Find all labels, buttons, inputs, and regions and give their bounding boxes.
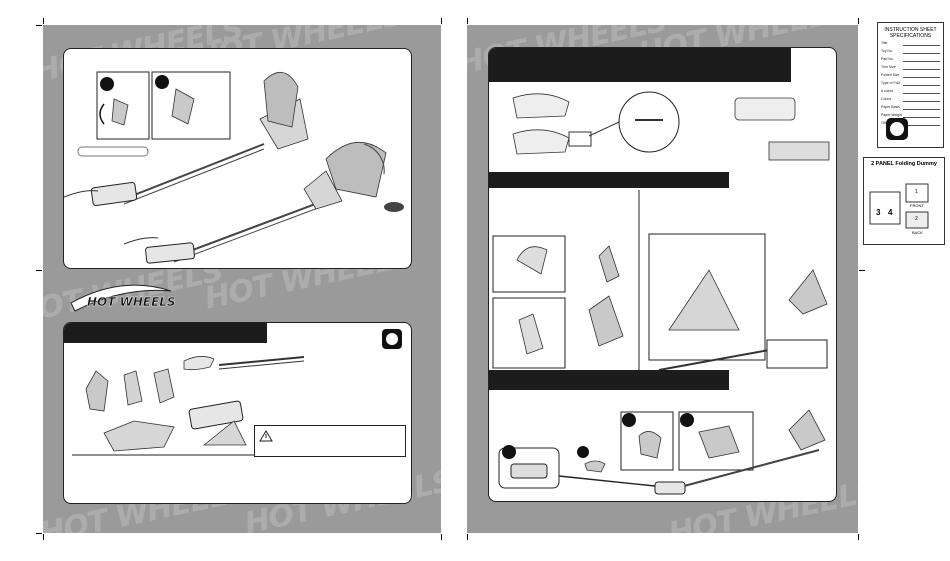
- crop-mark: [36, 533, 42, 534]
- spec-row: Toy No.: [878, 47, 943, 55]
- spec-row: Paper Weight: [878, 111, 943, 119]
- step-badge-3-icon: [502, 445, 516, 459]
- spec-row-line: [903, 56, 940, 62]
- panel-number: 2: [915, 216, 918, 222]
- spec-row: Trim Size: [878, 63, 943, 71]
- panel-number: 3: [876, 208, 881, 217]
- spec-row-line: [903, 40, 940, 46]
- section-b-header-bar: [489, 172, 729, 188]
- step-badge-1-icon: [622, 413, 636, 427]
- spec-row-label: Type of Fold: [881, 81, 901, 85]
- step-badge-1-icon: [100, 77, 114, 91]
- spec-row-line: [903, 96, 940, 102]
- spec-row-label: Trim Size: [881, 65, 896, 69]
- section-c-header-bar: [489, 370, 729, 390]
- panel-number: 4: [888, 208, 893, 217]
- contents-panel: [63, 322, 412, 504]
- step-badge-4-icon: [577, 446, 589, 458]
- spec-row: Part No.: [878, 55, 943, 63]
- play-instructions-panel: [63, 48, 412, 269]
- spec-row-line: [903, 64, 940, 70]
- spec-row-line: [903, 120, 940, 126]
- launch-illustration: [498, 409, 826, 495]
- battery-illustration: [512, 91, 830, 161]
- launcher-illustration: [64, 71, 404, 264]
- folding-dummy-card: 2 PANEL Folding Dummy 3 4 1 2 FRONT BACK: [863, 157, 945, 245]
- step-badge-2-icon: [155, 75, 169, 89]
- crop-mark: [43, 534, 44, 540]
- contents-header-bar: [64, 323, 267, 343]
- spec-row: Title: [878, 39, 943, 47]
- right-sheet: HOT WHEELS HOT WHEELS HOT WHEELS HOT WHE…: [467, 25, 858, 533]
- spec-row-line: [903, 112, 940, 118]
- spec-row: Type of Fold: [878, 79, 943, 87]
- spec-row-line: [903, 72, 940, 78]
- mattel-badge: [886, 118, 908, 140]
- crop-mark: [36, 270, 42, 271]
- folding-dummy-title: 2 PANEL Folding Dummy: [871, 161, 937, 167]
- crop-mark: [467, 534, 468, 540]
- step-badge-2-icon: [680, 413, 694, 427]
- spec-row: Colors: [878, 95, 943, 103]
- crop-mark: [858, 534, 859, 540]
- fold-diagram: [869, 183, 929, 229]
- spec-row-label: Paper Basis: [881, 105, 900, 109]
- spec-row-label: Colors: [881, 97, 892, 101]
- crop-mark: [43, 18, 44, 24]
- crop-mark: [441, 534, 442, 540]
- mattel-badge: [382, 329, 402, 349]
- spec-row-line: [903, 88, 940, 94]
- panel-number: 1: [915, 189, 918, 195]
- spec-row-label: Toy No.: [881, 49, 893, 53]
- spec-row-label: Folded Size: [881, 73, 900, 77]
- attach-figure-illustration: [492, 190, 828, 380]
- hot-wheels-logo: HOT WHEELS: [65, 283, 176, 317]
- crop-mark: [441, 18, 442, 24]
- contents-illustration: [72, 356, 404, 456]
- front-label: FRONT: [910, 203, 924, 208]
- spec-row-label: Part No.: [881, 57, 894, 61]
- back-label: BACK: [912, 230, 923, 235]
- crop-mark: [859, 270, 865, 271]
- left-sheet: HOT WHEELS HOT WHEELS HOT WHEELS HOT WHE…: [43, 25, 441, 533]
- spec-row: Folded Size: [878, 71, 943, 79]
- spec-row-line: [903, 48, 940, 54]
- spec-row-line: [903, 104, 940, 110]
- spec-card-title: INSTRUCTION SHEET SPECIFICATIONS: [884, 27, 937, 39]
- crop-mark: [36, 25, 42, 26]
- spec-row-line: [903, 80, 940, 86]
- crop-mark: [858, 18, 859, 24]
- warning-icon: [259, 430, 273, 442]
- warning-box: [254, 425, 406, 457]
- crop-mark: [467, 18, 468, 24]
- spec-row-label: Paper Weight: [881, 113, 903, 117]
- spec-row-label: Title: [881, 41, 888, 45]
- spec-row-label: # colors: [881, 89, 894, 93]
- logo-text: HOT WHEELS: [87, 295, 175, 309]
- spec-row: # colors: [878, 87, 943, 95]
- section-a-header-bar: [489, 48, 791, 82]
- assembly-panel: [488, 47, 837, 502]
- spec-row: Paper Basis: [878, 103, 943, 111]
